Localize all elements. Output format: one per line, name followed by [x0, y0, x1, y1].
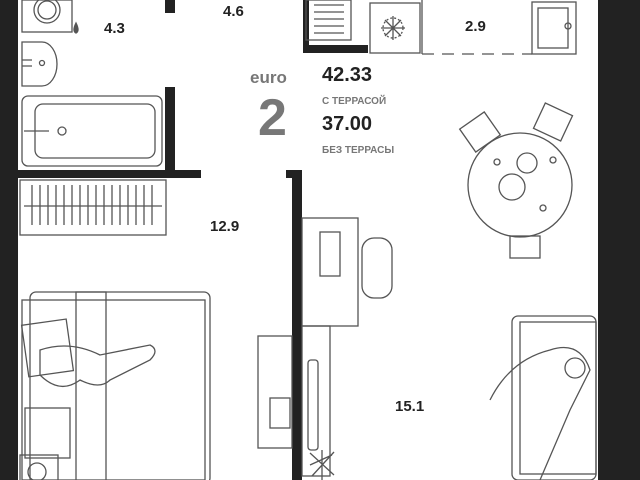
left-wall [0, 0, 18, 480]
area-without-terrace: 37.00 [322, 113, 373, 135]
sink-icon [21, 41, 58, 87]
room-area-bathroom: 4.3 [104, 20, 125, 37]
bedroom-washer-icon [19, 454, 59, 480]
hall-bottom-wall [303, 45, 368, 53]
towel-radiator-icon [305, 0, 352, 41]
bathroom-side-wall [165, 87, 175, 177]
shelf-icon [257, 335, 293, 449]
room-count: 2 [258, 89, 287, 147]
ventilation-icon [369, 2, 421, 54]
plant-icon [309, 450, 335, 480]
bathtub-icon [21, 95, 163, 167]
desk-icon [301, 217, 393, 327]
bed-icon [20, 291, 211, 480]
tv-stand-icon [301, 325, 331, 477]
apartment-type-label: euro [250, 68, 287, 87]
with-terrace-label: С ТЕРРАСОЙ [322, 96, 387, 107]
right-wall [598, 0, 640, 480]
room-area-terrace: 2.9 [465, 18, 486, 35]
without-terrace-label: БЕЗ ТЕРРАСЫ [322, 145, 395, 156]
room-area-hall: 4.6 [223, 3, 244, 20]
dining-table-icon [458, 102, 574, 259]
area-with-terrace: 42.33 [322, 64, 373, 86]
washing-machine-icon [21, 0, 73, 33]
sofa-icon [489, 315, 597, 480]
water-drop-icon [73, 21, 79, 34]
radiator-icon [19, 179, 167, 236]
bathroom-top-wall [165, 0, 175, 13]
room-area-living-kitchen: 15.1 [395, 398, 425, 415]
bathroom-bottom-wall [18, 170, 201, 178]
room-area-bedroom: 12.9 [210, 218, 240, 235]
kitchen-sink-icon [531, 1, 577, 55]
bedroom-partition-wall [292, 170, 302, 480]
